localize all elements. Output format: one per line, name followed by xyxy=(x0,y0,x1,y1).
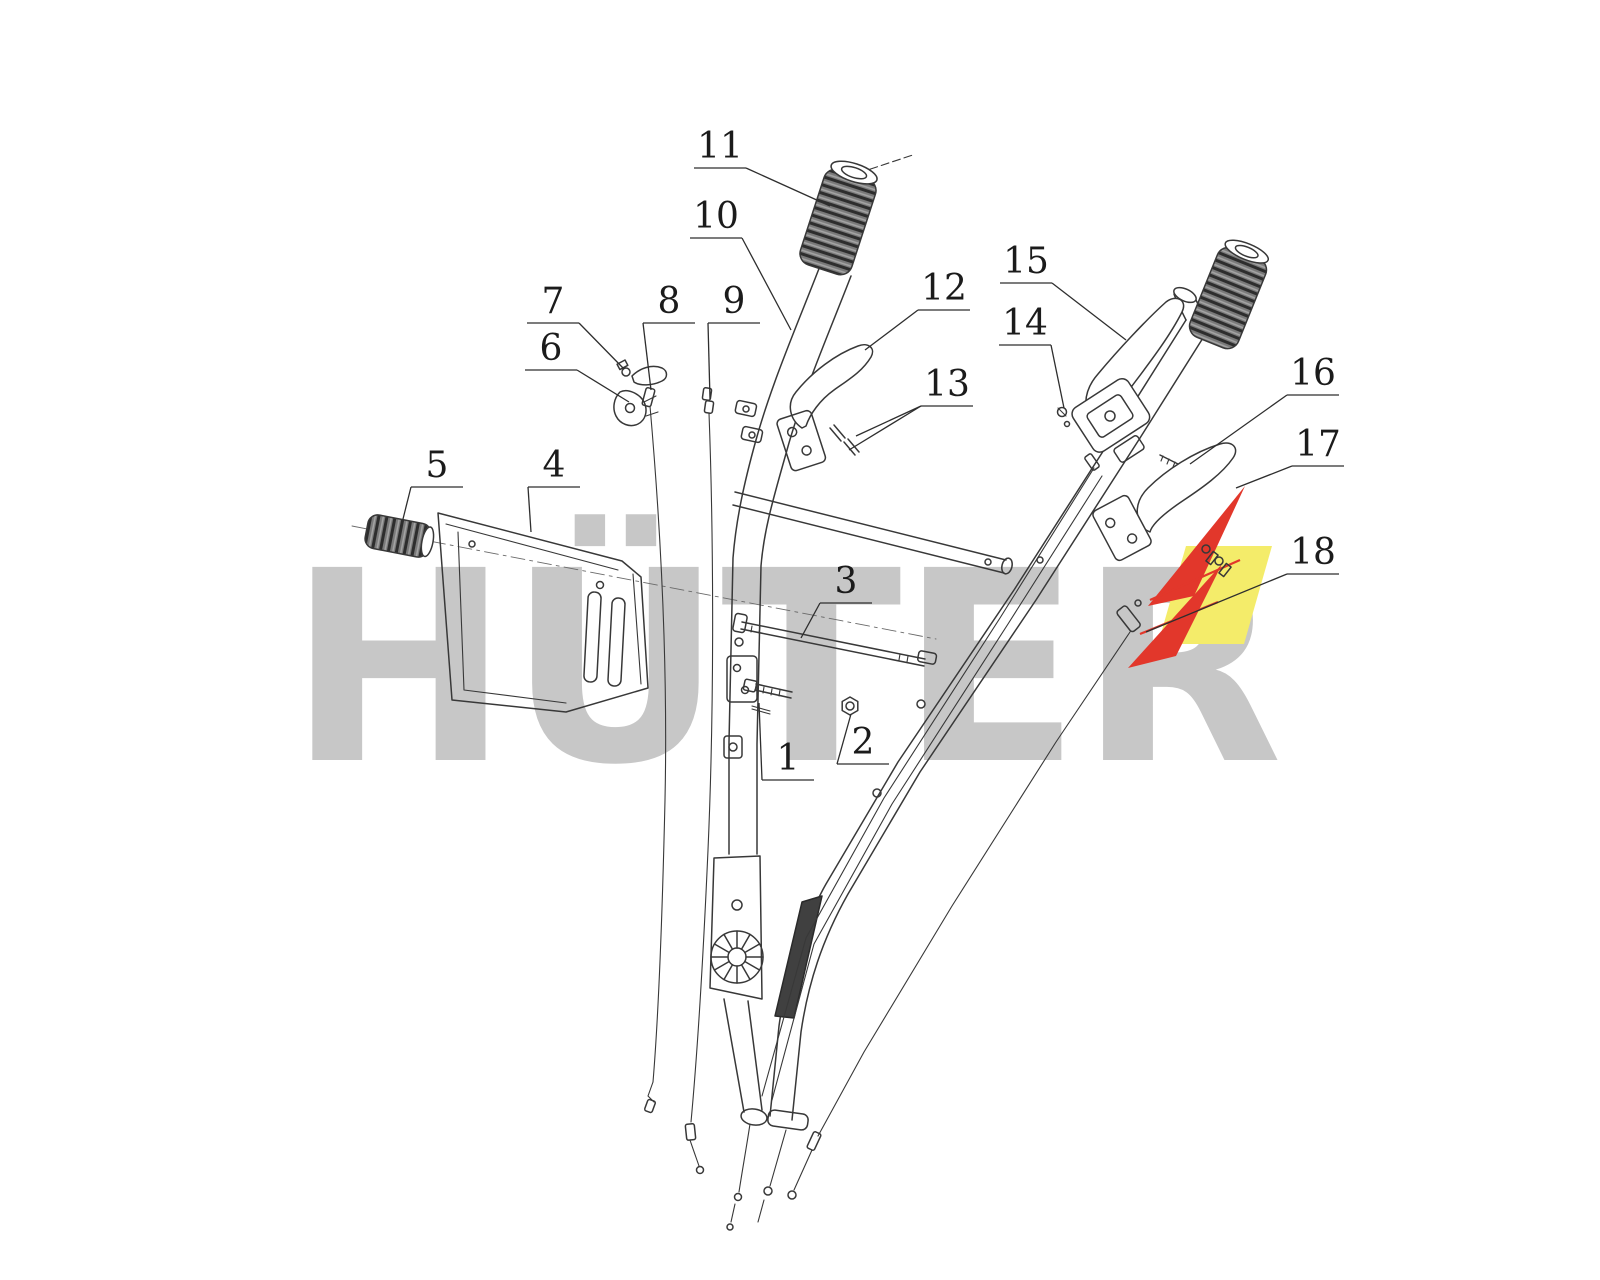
control-panel xyxy=(437,512,649,713)
throttle-assembly xyxy=(1056,297,1185,463)
cable-clamp-and-lever xyxy=(613,359,668,427)
callout-leader-line xyxy=(576,369,630,403)
part-callout-16: 16 xyxy=(1189,353,1339,465)
part-callout-3: 3 xyxy=(800,561,872,639)
part-number-label: 9 xyxy=(723,281,746,322)
part-callout-8: 8 xyxy=(642,281,695,391)
linkage-rod-and-fasteners xyxy=(732,612,938,716)
callout-leader-line xyxy=(800,602,821,639)
part-number-label: 16 xyxy=(1290,353,1336,394)
part-number-label: 17 xyxy=(1295,424,1341,465)
part-callout-18: 18 xyxy=(1145,532,1339,633)
callout-leader-line xyxy=(836,713,852,765)
callout-leader-line xyxy=(707,322,711,400)
part-callout-9: 9 xyxy=(707,281,760,400)
part-callout-4: 4 xyxy=(527,445,580,533)
callout-leader-line xyxy=(1235,465,1293,489)
part-callout-2: 2 xyxy=(836,713,889,765)
part-number-label: 7 xyxy=(542,281,565,322)
part-number-label: 2 xyxy=(852,722,875,763)
brand-emblem-red-lower-shape xyxy=(1128,564,1222,668)
brand-emblem-red-upper-shape xyxy=(1148,486,1245,606)
brand-watermark: HÜTER xyxy=(288,486,1283,823)
part-callout-7: 7 xyxy=(527,281,625,370)
callout-leader-line xyxy=(864,309,919,351)
callout-leader-line xyxy=(1145,573,1288,633)
callout-leader-line xyxy=(855,405,922,437)
shift-lever-grip xyxy=(364,514,435,558)
callout-leader-line xyxy=(642,322,652,391)
part-number-label: 1 xyxy=(777,738,800,779)
callout-leader-line xyxy=(758,702,763,781)
left-handle-grip xyxy=(799,153,916,276)
part-number-label: 12 xyxy=(921,268,967,309)
part-callout-15: 15 xyxy=(1000,241,1127,341)
part-number-label: 11 xyxy=(697,126,743,167)
part-callout-5: 5 xyxy=(401,445,463,524)
part-callout-1: 1 xyxy=(758,702,814,781)
callout-leader-line xyxy=(1189,394,1288,465)
star-knob xyxy=(710,930,764,984)
clutch-lever-right xyxy=(1092,442,1237,578)
part-callout-12: 12 xyxy=(864,268,970,351)
callout-leader-line xyxy=(401,486,412,524)
part-number-label: 4 xyxy=(543,445,566,486)
part-number-label: 3 xyxy=(835,561,858,602)
part-callout-14: 14 xyxy=(999,303,1065,409)
part-number-label: 5 xyxy=(426,445,449,486)
assembly-centerline xyxy=(351,525,937,640)
part-number-label: 6 xyxy=(540,328,563,369)
part-number-label: 13 xyxy=(924,364,970,405)
part-number-label: 18 xyxy=(1290,532,1336,573)
control-cable-with-adjuster xyxy=(684,387,715,1175)
callout-leader-line xyxy=(848,405,922,451)
callout-leader-line xyxy=(745,167,831,207)
part-number-label: 8 xyxy=(658,281,681,322)
cable-with-end-fitting xyxy=(787,599,1142,1200)
part-callout-10: 10 xyxy=(690,196,792,331)
clutch-lever-left xyxy=(776,344,874,472)
part-number-label: 15 xyxy=(1003,241,1049,282)
brand-watermark-text: HÜTER xyxy=(288,512,1281,823)
left-handlebar-tube xyxy=(709,265,852,1231)
throttle-cables xyxy=(761,453,1103,1101)
part-callout-17: 17 xyxy=(1235,424,1344,489)
cross-brace-tube xyxy=(732,491,1013,575)
part-callout-11: 11 xyxy=(694,126,831,207)
right-handle-grip xyxy=(1188,239,1270,350)
callout-leader-line xyxy=(578,322,625,370)
part-number-label: 10 xyxy=(693,196,739,237)
part-callout-13: 13 xyxy=(848,364,973,451)
callout-leader-line xyxy=(741,237,792,331)
callout-leader-line xyxy=(1050,344,1065,409)
part-number-label: 14 xyxy=(1002,303,1048,344)
right-handlebar-tube xyxy=(757,286,1209,1223)
callout-leader-line xyxy=(1051,282,1127,341)
part-callout-6: 6 xyxy=(525,328,630,403)
callout-leader-line xyxy=(527,486,532,533)
